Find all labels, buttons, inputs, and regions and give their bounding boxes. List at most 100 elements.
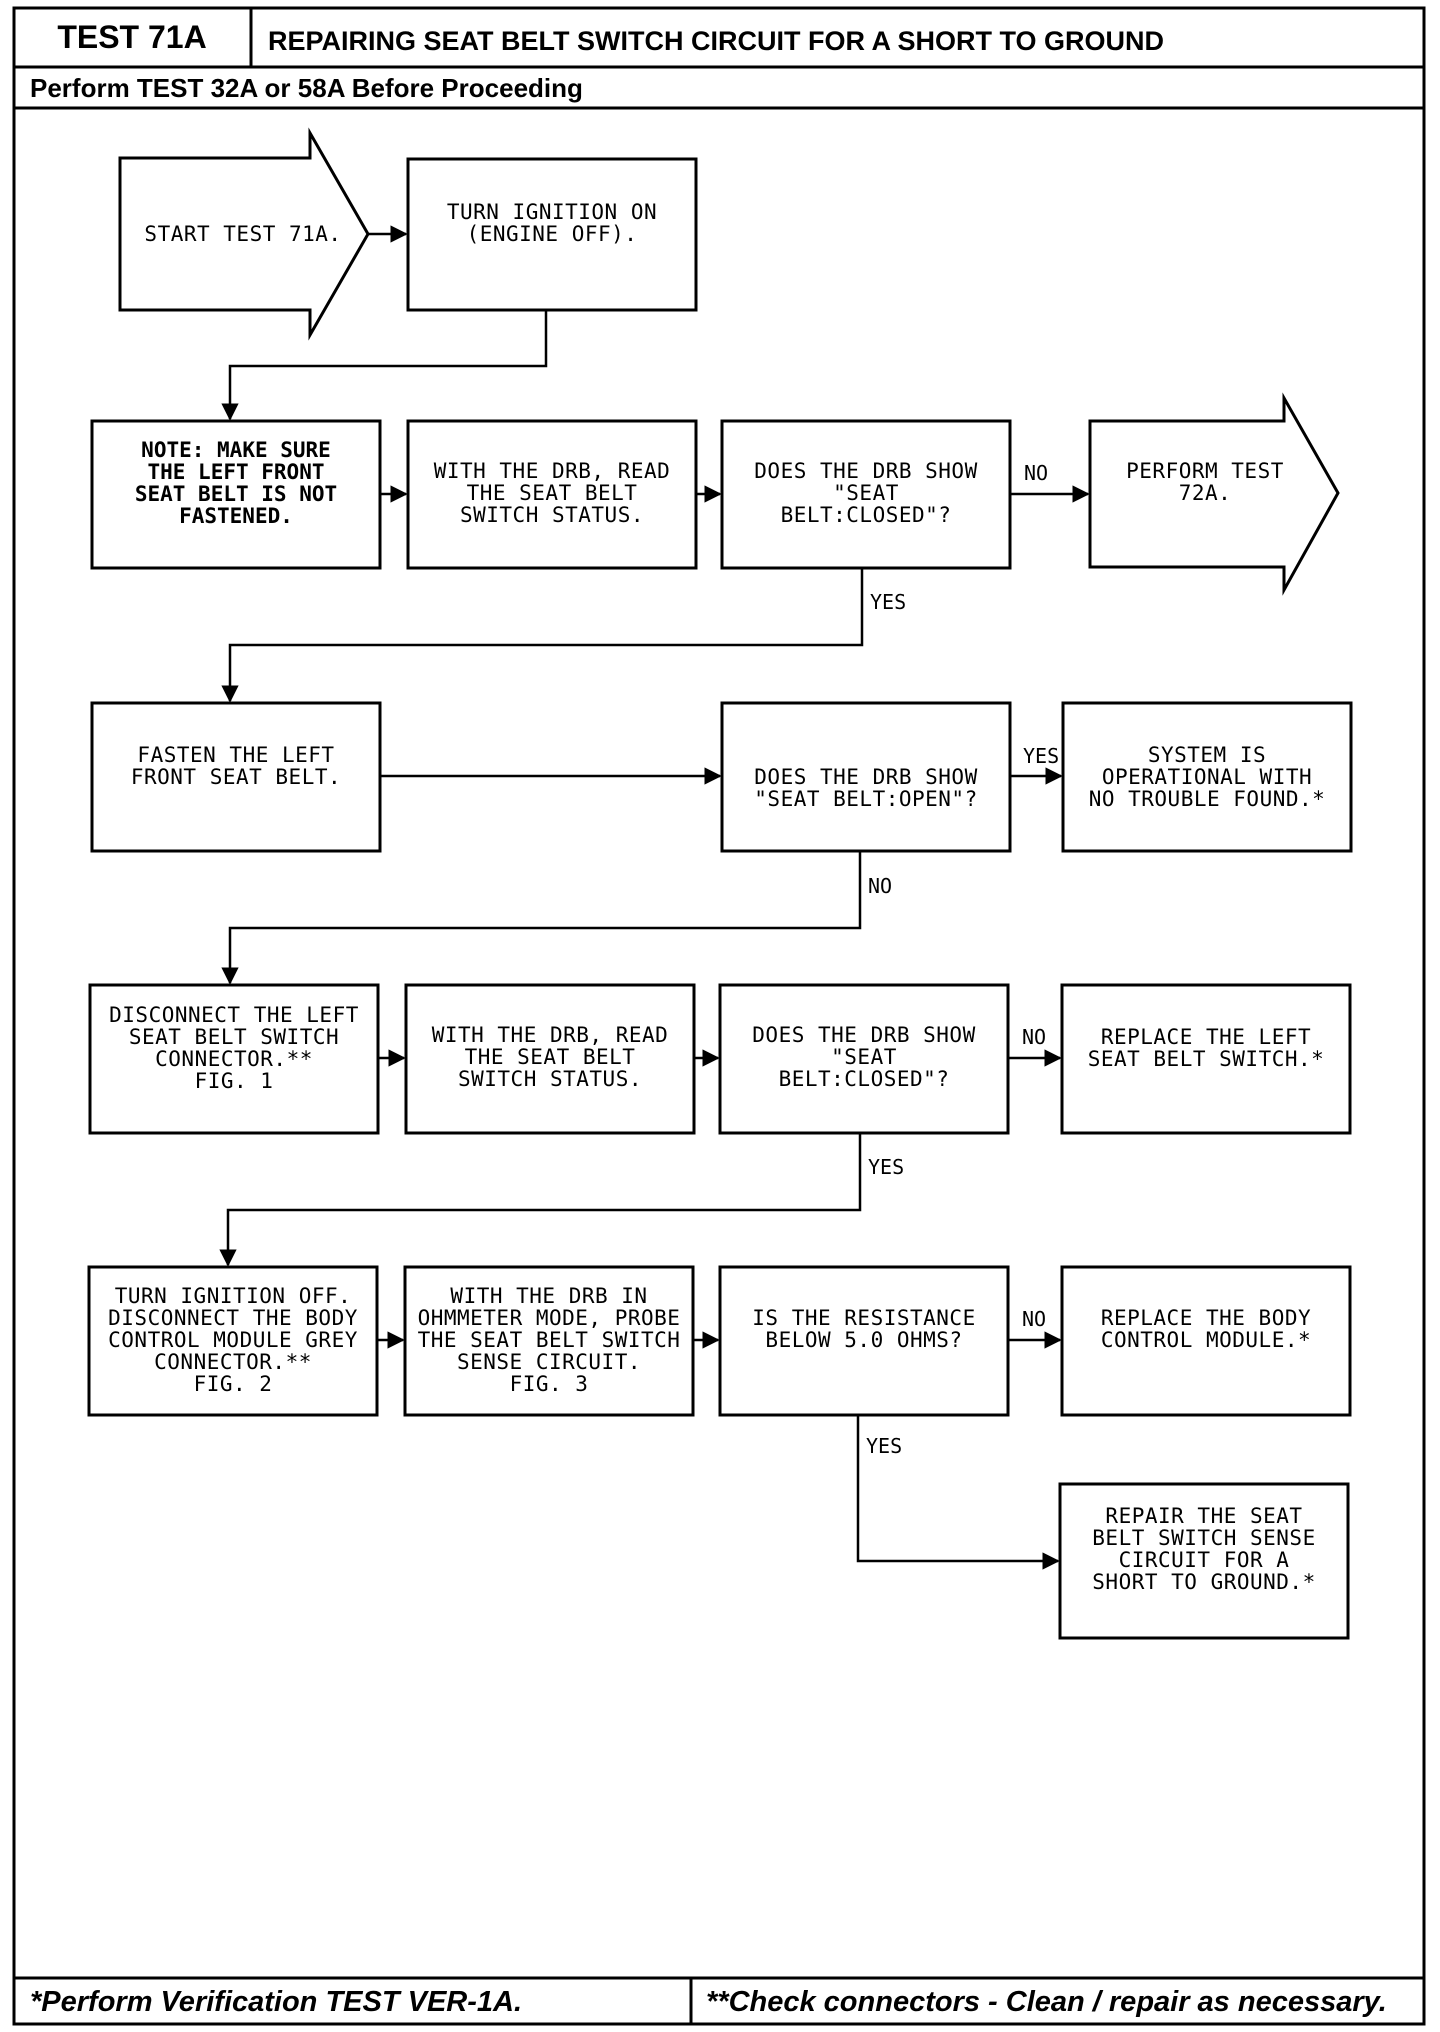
- text-line: FASTENED.: [179, 504, 293, 528]
- label-yes-q-open: YES: [1023, 744, 1059, 768]
- text-line: "SEAT: [833, 481, 899, 505]
- text-line: START TEST 71A.: [144, 222, 341, 246]
- page-title: REPAIRING SEAT BELT SWITCH CIRCUIT FOR A…: [268, 26, 1164, 56]
- closed-question-box-1: [720, 419, 1012, 570]
- text-line: SWITCH STATUS.: [460, 503, 644, 527]
- open-question-box: [720, 701, 1012, 853]
- text-line: DISCONNECT THE BODY: [108, 1306, 358, 1330]
- text-line: BELT:CLOSED"?: [781, 503, 952, 527]
- text-line: THE SEAT BELT: [465, 1045, 636, 1069]
- text-line: SWITCH STATUS.: [458, 1067, 642, 1091]
- text-line: WITH THE DRB IN: [450, 1284, 647, 1308]
- label-yes-q1: YES: [870, 590, 906, 614]
- text-line: CONNECTOR.**: [154, 1350, 312, 1374]
- footer-connector-note: **Check connectors - Clean / repair as n…: [706, 1986, 1387, 2018]
- test-id: TEST 71A: [57, 19, 206, 55]
- ignition-on-text: TURN IGNITION ON(ENGINE OFF).: [447, 200, 657, 246]
- label-no-q1: NO: [1024, 461, 1048, 485]
- text-line: SENSE CIRCUIT.: [457, 1350, 641, 1374]
- label-no-q3: NO: [1022, 1307, 1046, 1331]
- text-line: NO TROUBLE FOUND.*: [1089, 787, 1326, 811]
- text-line: REPLACE THE LEFT: [1101, 1025, 1311, 1049]
- text-line: REPAIR THE SEAT: [1105, 1504, 1302, 1528]
- read-status-box-1: [406, 419, 698, 570]
- text-line: NOTE: MAKE SURE: [141, 438, 331, 462]
- resistance-question-box: [718, 1265, 1010, 1417]
- text-line: SEAT BELT IS NOT: [135, 482, 337, 506]
- ignition-on-box: [406, 157, 698, 312]
- text-line: CONTROL MODULE GREY: [108, 1328, 358, 1352]
- text-line: DOES THE DRB SHOW: [752, 1023, 975, 1047]
- text-line: WITH THE DRB, READ: [434, 459, 671, 483]
- connector-q3-yes: [856, 1415, 1060, 1570]
- read-status-box-2: [404, 983, 696, 1135]
- start-text: START TEST 71A.: [144, 222, 341, 246]
- text-line: FRONT SEAT BELT.: [131, 765, 341, 789]
- fasten-belt-box: [90, 701, 382, 853]
- text-line: WITH THE DRB, READ: [432, 1023, 669, 1047]
- perform-72a-arrow-shape: [1088, 392, 1340, 596]
- repair-box: [1058, 1482, 1350, 1640]
- operational-box: [1061, 701, 1353, 853]
- text-line: THE SEAT BELT: [467, 481, 638, 505]
- text-line: DISCONNECT THE LEFT: [109, 1003, 359, 1027]
- text-line: "SEAT: [831, 1045, 897, 1069]
- text-line: (ENGINE OFF).: [467, 222, 638, 246]
- text-line: TURN IGNITION ON: [447, 200, 657, 224]
- outer-frame: [12, 6, 1426, 2026]
- text-line: BELT SWITCH SENSE: [1092, 1526, 1315, 1550]
- prerequisite: Perform TEST 32A or 58A Before Proceedin…: [30, 73, 583, 103]
- label-yes-q3: YES: [866, 1434, 902, 1458]
- text-line: CONNECTOR.**: [155, 1047, 313, 1071]
- replace-switch-box: [1060, 983, 1352, 1135]
- text-line: DOES THE DRB SHOW: [754, 765, 977, 789]
- connector-q2-yes: [219, 1133, 862, 1267]
- text-line: CIRCUIT FOR A: [1119, 1548, 1290, 1572]
- closed-question-box-2: [718, 983, 1010, 1135]
- connector-q1-yes: [221, 568, 864, 703]
- text-line: PERFORM TEST: [1126, 459, 1284, 483]
- text-line: SHORT TO GROUND.*: [1092, 1570, 1315, 1594]
- footer-verification-note: *Perform Verification TEST VER-1A.: [30, 1986, 522, 2018]
- text-line: FIG. 1: [195, 1069, 274, 1093]
- text-line: REPLACE THE BODY: [1101, 1306, 1311, 1330]
- ignition-off-box: [87, 1265, 379, 1417]
- text-line: THE LEFT FRONT: [147, 460, 324, 484]
- text-line: OHMMETER MODE, PROBE: [418, 1306, 681, 1330]
- label-no-q2: NO: [1022, 1025, 1046, 1049]
- text-line: THE SEAT BELT SWITCH: [418, 1328, 681, 1352]
- text-line: DOES THE DRB SHOW: [754, 459, 977, 483]
- text-line: SEAT BELT SWITCH.*: [1088, 1047, 1325, 1071]
- text-line: TURN IGNITION OFF.: [115, 1284, 352, 1308]
- text-line: FASTEN THE LEFT: [137, 743, 334, 767]
- replace-bcm-box: [1060, 1265, 1352, 1417]
- text-line: "SEAT BELT:OPEN"?: [754, 787, 977, 811]
- text-line: 72A.: [1179, 481, 1232, 505]
- label-no-q-open: NO: [868, 874, 892, 898]
- text-line: SEAT BELT SWITCH: [129, 1025, 339, 1049]
- text-line: IS THE RESISTANCE: [752, 1306, 975, 1330]
- text-line: FIG. 3: [510, 1372, 589, 1396]
- text-line: BELOW 5.0 OHMS?: [765, 1328, 962, 1352]
- label-yes-q2: YES: [868, 1155, 904, 1179]
- open-question-text: DOES THE DRB SHOW"SEAT BELT:OPEN"?: [754, 765, 977, 811]
- connector-q-open-no: [221, 851, 862, 985]
- note-box: [90, 419, 382, 570]
- text-line: CONTROL MODULE.*: [1101, 1328, 1311, 1352]
- connector-ignition-to-note: [221, 310, 548, 421]
